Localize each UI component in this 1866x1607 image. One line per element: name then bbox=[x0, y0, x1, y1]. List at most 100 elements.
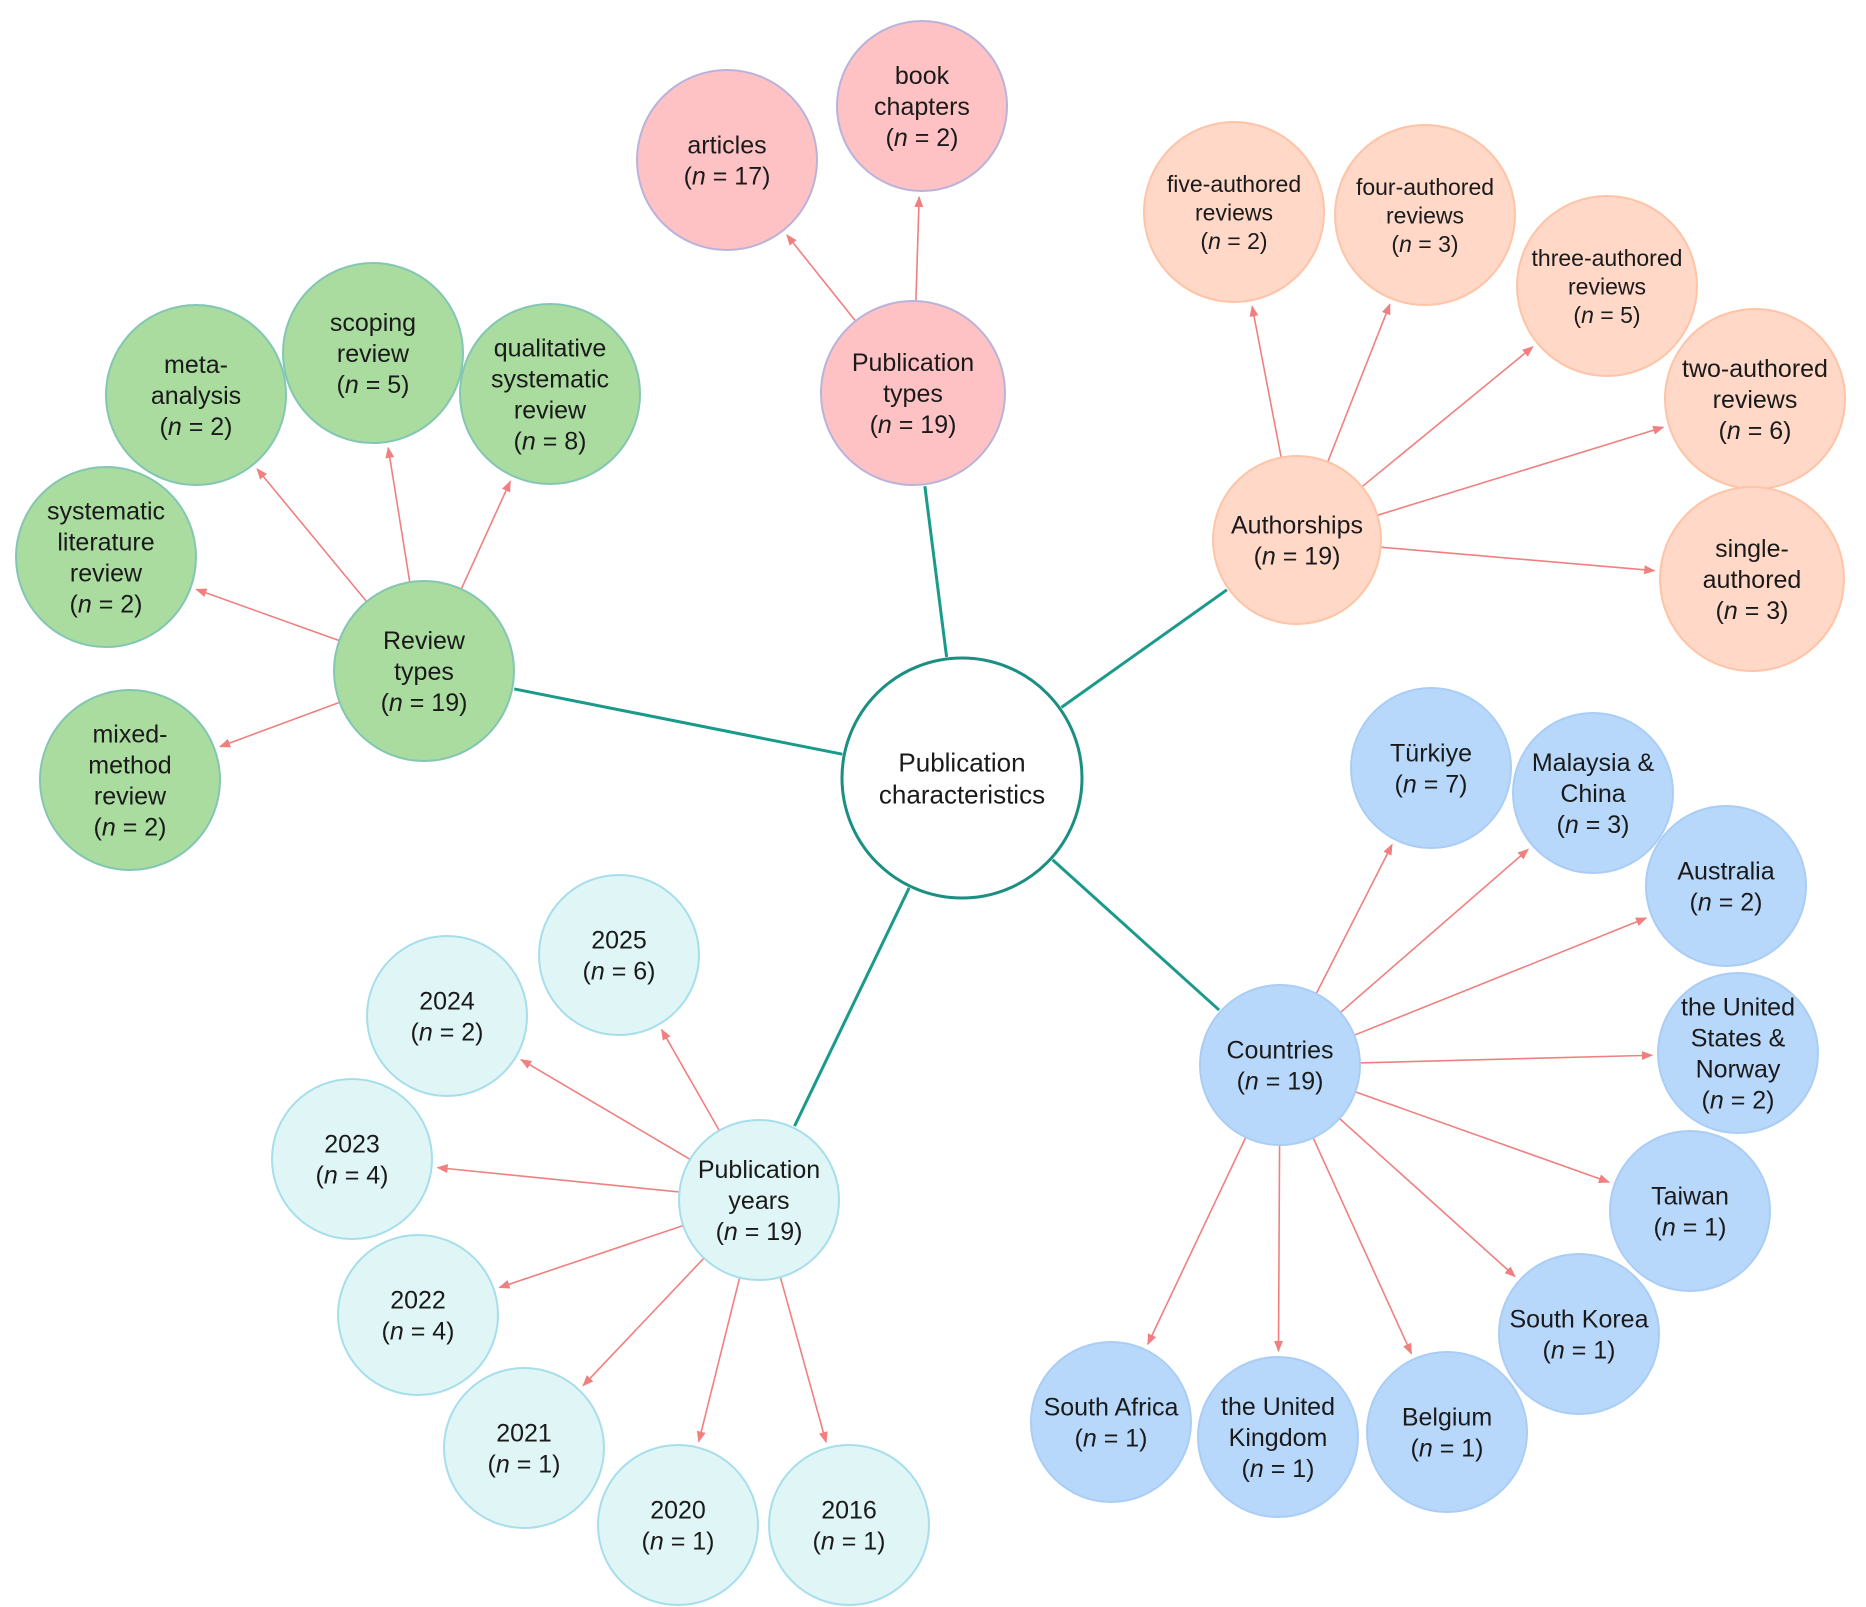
hub-link-publication-years bbox=[793, 887, 911, 1127]
arrow-publication-types-0 bbox=[786, 234, 860, 327]
child-node-review-types-4-circle bbox=[39, 689, 221, 871]
child-node-countries-0-label: Türkiye(n = 7) bbox=[1390, 740, 1472, 799]
child-node-countries-8-label: South Africa(n = 1) bbox=[1044, 1394, 1179, 1453]
child-node-countries-6-label: Belgium(n = 1) bbox=[1402, 1404, 1492, 1463]
arrow-publication-years-3 bbox=[498, 1222, 690, 1289]
child-node-review-types-0-label: meta-analysis(n = 2) bbox=[151, 351, 241, 441]
child-node-countries-8: South Africa(n = 1) bbox=[1030, 1341, 1192, 1503]
group-node-publication-years-circle bbox=[678, 1119, 840, 1281]
child-node-review-types-2-circle bbox=[459, 303, 641, 485]
group-node-countries: Countries(n = 19) bbox=[1199, 984, 1361, 1146]
child-node-publication-years-1-circle bbox=[366, 935, 528, 1097]
child-node-countries-1: Malaysia &China(n = 3) bbox=[1512, 712, 1674, 874]
child-node-publication-types-1-circle bbox=[836, 20, 1008, 192]
child-node-publication-years-4-circle bbox=[443, 1367, 605, 1529]
child-node-countries-5: South Korea(n = 1) bbox=[1498, 1253, 1660, 1415]
child-node-countries-7-circle bbox=[1197, 1356, 1359, 1518]
arrow-countries-1 bbox=[1335, 848, 1529, 1018]
child-node-publication-years-5-circle bbox=[597, 1444, 759, 1606]
group-node-countries-circle bbox=[1199, 984, 1361, 1146]
child-node-publication-types-0-circle bbox=[636, 69, 818, 251]
arrow-countries-2 bbox=[1348, 917, 1648, 1039]
arrow-review-types-0 bbox=[256, 468, 372, 607]
child-node-authorships-4-label: single-authored(n = 3) bbox=[1703, 535, 1802, 625]
arrow-countries-0 bbox=[1312, 843, 1393, 1000]
child-node-authorships-4-circle bbox=[1659, 486, 1845, 672]
center-node-circle bbox=[840, 656, 1084, 900]
child-node-publication-years-3-label: 2022(n = 4) bbox=[382, 1287, 455, 1346]
arrow-publication-years-0 bbox=[660, 1028, 723, 1137]
child-node-countries-0: Türkiye(n = 7) bbox=[1350, 687, 1512, 849]
child-node-countries-6: Belgium(n = 1) bbox=[1366, 1351, 1528, 1513]
child-node-countries-8-circle bbox=[1030, 1341, 1192, 1503]
child-node-publication-years-0: 2025(n = 6) bbox=[538, 874, 700, 1036]
group-node-authorships-circle bbox=[1212, 455, 1382, 625]
child-node-countries-4-label: Taiwan(n = 1) bbox=[1651, 1183, 1729, 1242]
arrow-review-types-4 bbox=[218, 699, 346, 748]
arrow-authorships-1 bbox=[1324, 303, 1391, 468]
arrow-publication-years-2 bbox=[436, 1164, 686, 1194]
child-node-countries-1-circle bbox=[1512, 712, 1674, 874]
arrow-countries-6 bbox=[1309, 1132, 1413, 1355]
hub-link-publication-types bbox=[923, 486, 949, 658]
child-node-publication-types-0: articles(n = 17) bbox=[636, 69, 818, 251]
arrow-review-types-2 bbox=[458, 480, 511, 595]
child-node-review-types-0-circle bbox=[105, 304, 287, 486]
arrow-countries-7 bbox=[1274, 1138, 1283, 1353]
arrow-authorships-2 bbox=[1356, 346, 1534, 492]
hub-link-countries bbox=[1051, 858, 1221, 1012]
child-node-publication-years-2-label: 2023(n = 4) bbox=[316, 1131, 389, 1190]
connector-layer bbox=[195, 195, 1665, 1444]
group-node-review-types-circle bbox=[333, 580, 515, 762]
child-node-countries-2: Australia(n = 2) bbox=[1645, 805, 1807, 967]
child-node-publication-years-2-circle bbox=[271, 1078, 433, 1240]
child-node-review-types-3-circle bbox=[15, 466, 197, 648]
child-node-authorships-1-circle bbox=[1334, 124, 1516, 306]
arrow-authorships-3 bbox=[1371, 425, 1665, 518]
child-node-publication-years-6: 2016(n = 1) bbox=[768, 1444, 930, 1606]
child-node-publication-years-3: 2022(n = 4) bbox=[337, 1234, 499, 1396]
child-node-countries-5-circle bbox=[1498, 1253, 1660, 1415]
child-node-publication-years-4-label: 2021(n = 1) bbox=[488, 1420, 561, 1479]
child-node-publication-years-4: 2021(n = 1) bbox=[443, 1367, 605, 1529]
child-node-publication-years-0-circle bbox=[538, 874, 700, 1036]
child-node-countries-1-label: Malaysia &China(n = 3) bbox=[1532, 749, 1655, 839]
arrow-publication-types-1 bbox=[914, 195, 924, 308]
child-node-publication-years-2: 2023(n = 4) bbox=[271, 1078, 433, 1240]
child-node-review-types-1-circle bbox=[282, 262, 464, 444]
arrow-countries-4 bbox=[1349, 1089, 1611, 1183]
child-node-publication-years-5-label: 2020(n = 1) bbox=[642, 1497, 715, 1556]
child-node-review-types-0: meta-analysis(n = 2) bbox=[105, 304, 287, 486]
child-node-publication-years-0-label: 2025(n = 6) bbox=[583, 927, 656, 986]
child-node-publication-years-6-label: 2016(n = 1) bbox=[813, 1497, 886, 1556]
hub-link-review-types bbox=[513, 687, 843, 756]
group-node-authorships-label: Authorships(n = 19) bbox=[1231, 512, 1363, 571]
child-node-publication-types-0-label: articles(n = 17) bbox=[684, 132, 771, 191]
arrow-publication-years-1 bbox=[520, 1058, 696, 1164]
child-node-authorships-2-circle bbox=[1516, 195, 1698, 377]
child-node-publication-years-1: 2024(n = 2) bbox=[366, 935, 528, 1097]
child-node-countries-6-circle bbox=[1366, 1351, 1528, 1513]
